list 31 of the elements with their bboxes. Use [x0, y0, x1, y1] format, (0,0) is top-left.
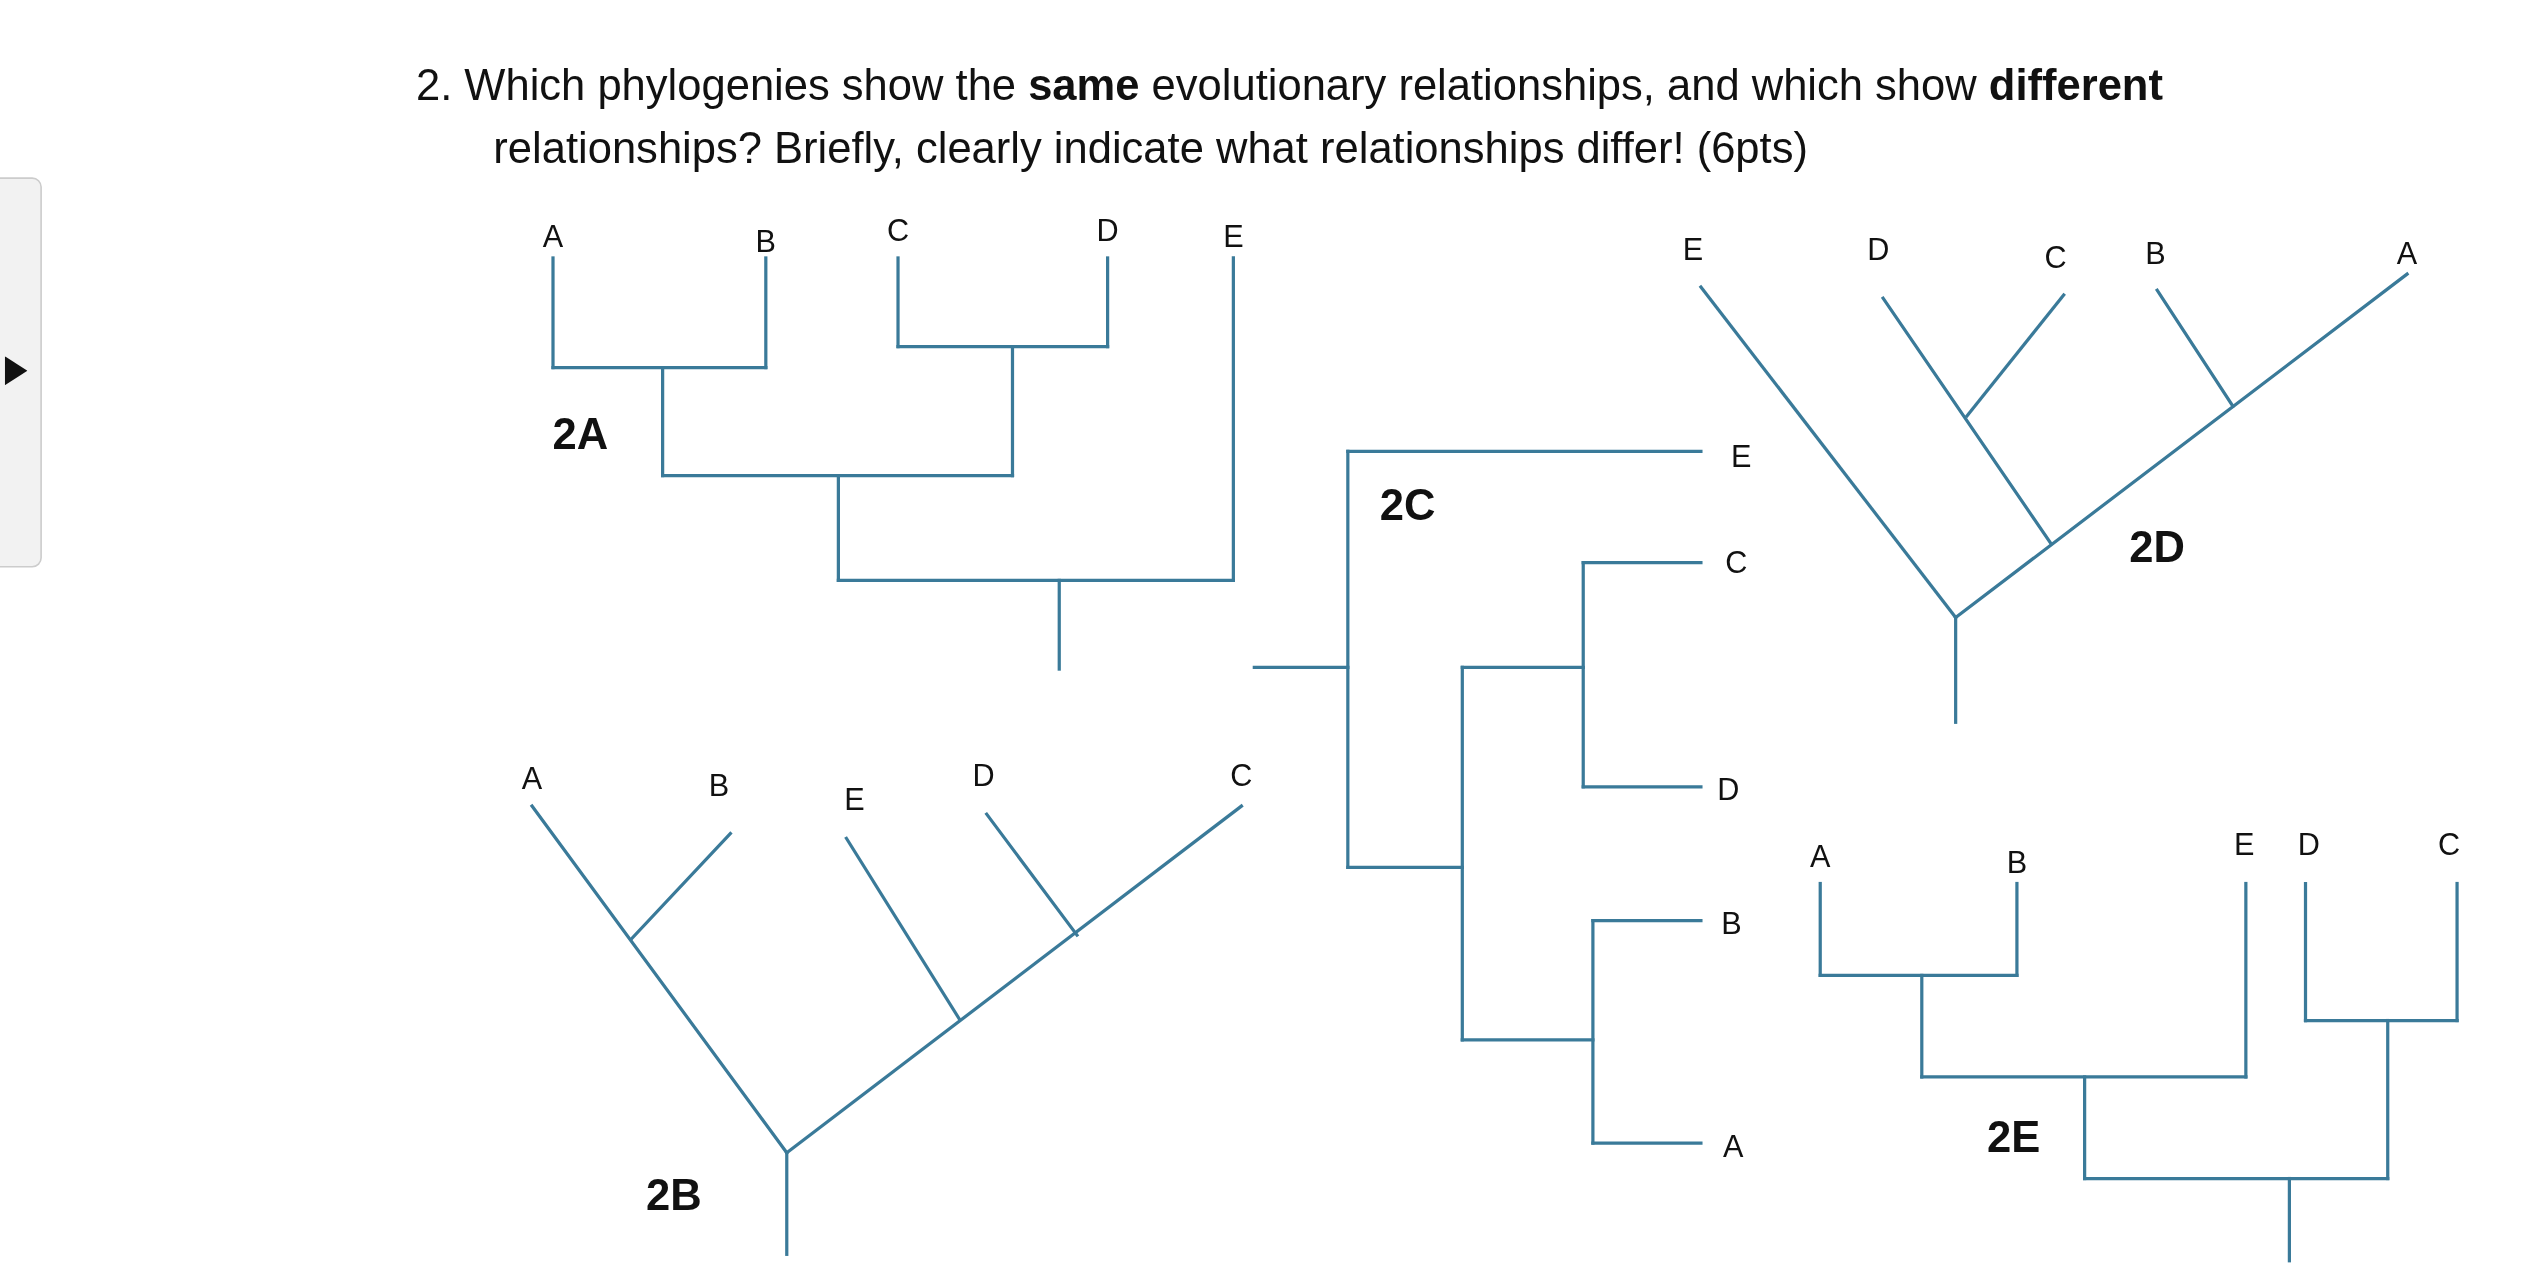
question-text: 2. Which phylogenies show the same evolutionary relationships, and which show different relationships? Briefly, clearly indicate what relationships differ! (6pts): [415, 60, 2164, 175]
taxon-label: A: [542, 221, 564, 253]
taxon-label: A: [1722, 1131, 1744, 1162]
taxon-label: D: [2297, 829, 2320, 861]
taxon-label: E: [1731, 440, 1752, 472]
tree-label: 2E: [1987, 1116, 2041, 1160]
taxon-label: A: [2396, 237, 2418, 269]
tree-label: 2A: [552, 413, 609, 458]
tree-label: 2D: [2129, 526, 2185, 570]
taxon-label: C: [886, 215, 910, 246]
taxon-label: B: [2145, 237, 2166, 269]
tree-label: 2C: [1379, 484, 1436, 528]
taxon-label: D: [1717, 774, 1740, 806]
tree-label: 2B: [646, 1174, 702, 1219]
taxon-label: E: [2234, 829, 2255, 861]
taxon-label: E: [844, 784, 865, 815]
taxon-label: C: [2437, 829, 2461, 861]
taxon-label: A: [1810, 840, 1831, 872]
taxon-label: D: [972, 760, 995, 791]
taxon-label: B: [755, 226, 777, 258]
taxon-label: D: [1096, 215, 1119, 246]
taxon-label: E: [1223, 221, 1244, 253]
taxon-label: A: [521, 763, 543, 795]
taxon-label: C: [1725, 547, 1748, 578]
taxon-label: B: [1721, 908, 1742, 940]
taxon-label: C: [2044, 242, 2067, 274]
taxon-label: C: [1230, 760, 1253, 791]
taxon-label: E: [1682, 234, 1704, 266]
taxon-label: D: [1867, 234, 1890, 266]
taxon-label: B: [2006, 847, 2028, 878]
taxon-label: B: [708, 769, 730, 801]
